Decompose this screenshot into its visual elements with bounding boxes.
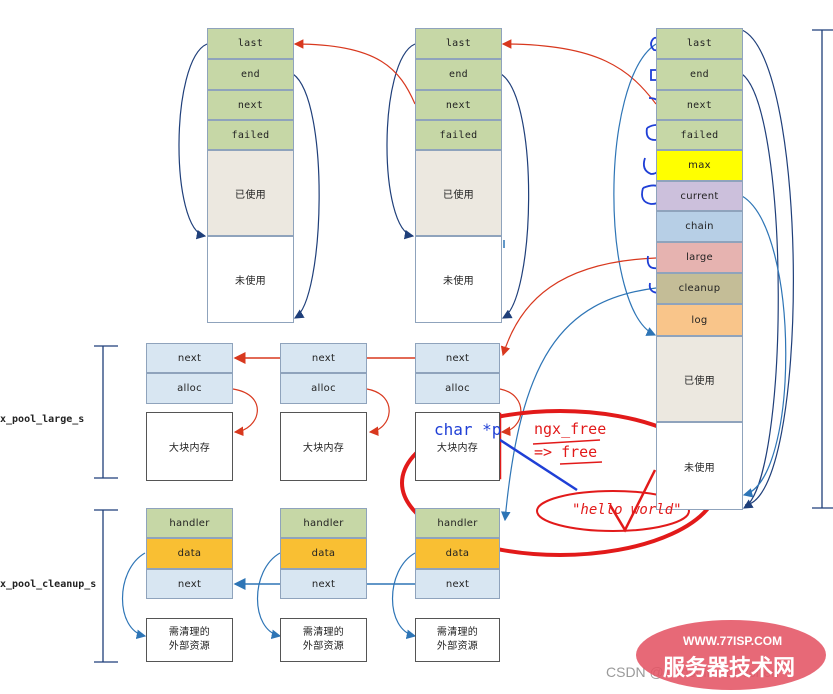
pool1-next: next [207, 90, 294, 120]
main-end-arrow [741, 73, 779, 509]
main-bracket [812, 29, 833, 509]
main-next-to-pool2 [501, 39, 657, 105]
red-underline [532, 439, 603, 465]
annotation-char-p: char *p [434, 420, 502, 439]
main-cleanup-arrow [501, 287, 657, 522]
pool2-last: last [415, 28, 502, 59]
large-struct-label: x_pool_large_s [0, 414, 85, 425]
main-unused: 未使用 [656, 422, 743, 510]
large1-next: next [146, 343, 233, 373]
cleanup1-data-arrow [121, 552, 147, 640]
large2-block: 大块内存 [280, 412, 367, 481]
main-current-arrow [741, 195, 787, 498]
pool1-failed: failed [207, 120, 294, 150]
blue-pointer-line [496, 436, 578, 492]
large2-alloc-arrow [366, 388, 390, 437]
pool2-last-arrow [386, 43, 416, 240]
main-last-arrow [613, 43, 657, 336]
cleanup3-data: data [415, 538, 500, 569]
annotation-free: => free [534, 443, 598, 461]
main-large: large [656, 242, 743, 273]
pool2-end: end [415, 59, 502, 90]
main-used: 已使用 [656, 336, 743, 422]
site-watermark-brand: 服务器技术网 [663, 656, 796, 681]
main-current: current [656, 181, 743, 211]
large1-block: 大块内存 [146, 412, 233, 481]
cleanup2-resource: 需清理的 外部资源 [280, 618, 367, 662]
large-bracket [94, 345, 118, 479]
pool1-used: 已使用 [207, 150, 294, 236]
annotation-ngx-free: ngx_free [534, 420, 607, 438]
large2-next: next [280, 343, 367, 373]
pool1-last: last [207, 28, 294, 59]
cleanup1-handler: handler [146, 508, 233, 538]
pool1-unused: 未使用 [207, 236, 294, 323]
main-end: end [656, 59, 743, 90]
red-small-circle [536, 490, 690, 532]
main-large-arrow [500, 257, 657, 357]
pool1-end: end [207, 59, 294, 90]
large1-alloc-arrow [232, 388, 258, 437]
large1-alloc: alloc [146, 373, 233, 404]
red-checkmark [608, 469, 657, 533]
annotation-hello-world: "hello world" [572, 502, 682, 518]
pool2-next: next [415, 90, 502, 120]
large3-alloc-arrow [499, 388, 522, 437]
cleanup2-data: data [280, 538, 367, 569]
pool2-end-arrow [500, 73, 530, 319]
cleanup3-handler: handler [415, 508, 500, 538]
site-watermark-url: WWW.77ISP.COM [683, 634, 783, 648]
pool2-next-to-pool1 [293, 39, 416, 105]
pool2-used: 已使用 [415, 150, 502, 236]
main-failed: failed [656, 120, 743, 150]
large3-next: next [415, 343, 500, 373]
cleanup2-data-arrow [256, 552, 282, 640]
cleanup1-next: next [146, 569, 233, 599]
main-max: max [656, 150, 743, 181]
cleanup3-next: next [415, 569, 500, 599]
main-chain: chain [656, 211, 743, 242]
pool2-unused: 未使用 [415, 236, 502, 323]
cleanup-bracket [94, 509, 118, 663]
cleanup2-handler: handler [280, 508, 367, 538]
pool2-failed: failed [415, 120, 502, 150]
cleanup-struct-label: x_pool_cleanup_s [0, 579, 97, 590]
site-watermark-badge [636, 620, 826, 690]
pool1-last-arrow [178, 43, 208, 240]
main-last: last [656, 28, 743, 59]
large3-alloc: alloc [415, 373, 500, 404]
cleanup3-data-arrow [391, 552, 417, 640]
cleanup2-next: next [280, 569, 367, 599]
large3-block: 大块内存 [415, 412, 500, 481]
main-log: log [656, 304, 743, 336]
cleanup3-resource: 需清理的 外部资源 [415, 618, 500, 662]
pool1-end-arrow [292, 73, 320, 319]
main-next: next [656, 90, 743, 120]
main-outer-arrow [741, 29, 794, 506]
large2-alloc: alloc [280, 373, 367, 404]
cleanup1-resource: 需清理的 外部资源 [146, 618, 233, 662]
main-cleanup: cleanup [656, 273, 743, 304]
cleanup1-data: data [146, 538, 233, 569]
